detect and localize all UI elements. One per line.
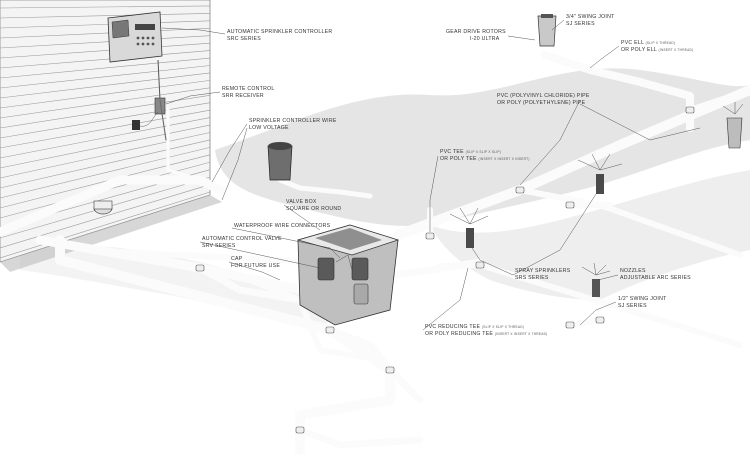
pvc-tee-label-line1: PVC TEE (SLIP X SLIP X SLIP): [440, 149, 501, 155]
valve-box: [296, 224, 400, 326]
cap-label-line1: CAP: [231, 256, 243, 262]
sprinkler-controller: [107, 11, 163, 101]
gear-rotors-label-line2: I-20 ULTRA: [470, 36, 500, 42]
remote-label-line1: REMOTE CONTROL: [222, 86, 275, 92]
valve-label-line2: SRV SERIES: [202, 243, 236, 249]
reducing-tee-label-line2: OR POLY REDUCING TEE (INSERT X INSERT X …: [425, 331, 547, 337]
pipe-label-line1: PVC (POLYVINYL CHLORIDE) PIPE: [497, 93, 590, 99]
controller-label-line2: SRC SERIES: [227, 36, 261, 42]
swing-joint-34-label-line2: SJ SERIES: [566, 21, 595, 27]
remote-receiver: [132, 97, 166, 130]
swing-joint-34-label-line1: 3/4" SWING JOINT: [566, 14, 615, 20]
reducing-tee-label-line1: PVC REDUCING TEE (SLIP X SLIP X THREAD): [425, 324, 524, 330]
valve-box-label-line2: SQUARE OR ROUND: [286, 206, 341, 212]
cap-label-line2: FOR FUTURE USE: [231, 263, 280, 269]
valve-box-label-line1: VALVE BOX: [286, 199, 317, 205]
callout-labels: AUTOMATIC SPRINKLER CONTROLLER SRC SERIE…: [202, 14, 693, 337]
wire-label-line1: SPRINKLER CONTROLLER WIRE: [249, 118, 337, 124]
nozzles-label-line1: NOZZLES: [620, 268, 646, 274]
remote-label-line2: SRR RECEIVER: [222, 93, 264, 99]
wire-label-line2: LOW VOLTAGE: [249, 125, 289, 131]
swing-joint-12-label-line1: 1/2" SWING JOINT: [618, 296, 667, 302]
swing-joint-12-label-line2: SJ SERIES: [618, 303, 647, 309]
control-valves: [317, 254, 369, 305]
spray-label-line2: SRS SERIES: [515, 275, 549, 281]
leader-lines: [161, 19, 701, 331]
controller-label-line1: AUTOMATIC SPRINKLER CONTROLLER: [227, 29, 332, 35]
pvc-ell-label-line2: OR POLY ELL (INSERT X THREAD): [621, 47, 693, 53]
pvc-ell-label-line1: PVC ELL (SLIP X THREAD): [621, 40, 675, 46]
connectors-label: WATERPROOF WIRE CONNECTORS: [234, 223, 331, 229]
gear-rotors-label-line1: GEAR DRIVE ROTORS: [446, 29, 506, 35]
nozzles-label-line2: ADJUSTABLE ARC SERIES: [620, 275, 691, 281]
spray-label-line1: SPRAY SPRINKLERS: [515, 268, 571, 274]
pipe-label-line2: OR POLY (POLYETHYLENE) PIPE: [497, 100, 586, 106]
gear-drive-rotors: [267, 14, 743, 181]
pvc-tee-label-line2: OR POLY TEE (INSERT X INSERT X INSERT): [440, 156, 530, 162]
valve-label-line1: AUTOMATIC CONTROL VALVE: [202, 236, 282, 242]
backflow-preventer: [93, 200, 113, 215]
spray-sprinklers: [449, 102, 744, 297]
